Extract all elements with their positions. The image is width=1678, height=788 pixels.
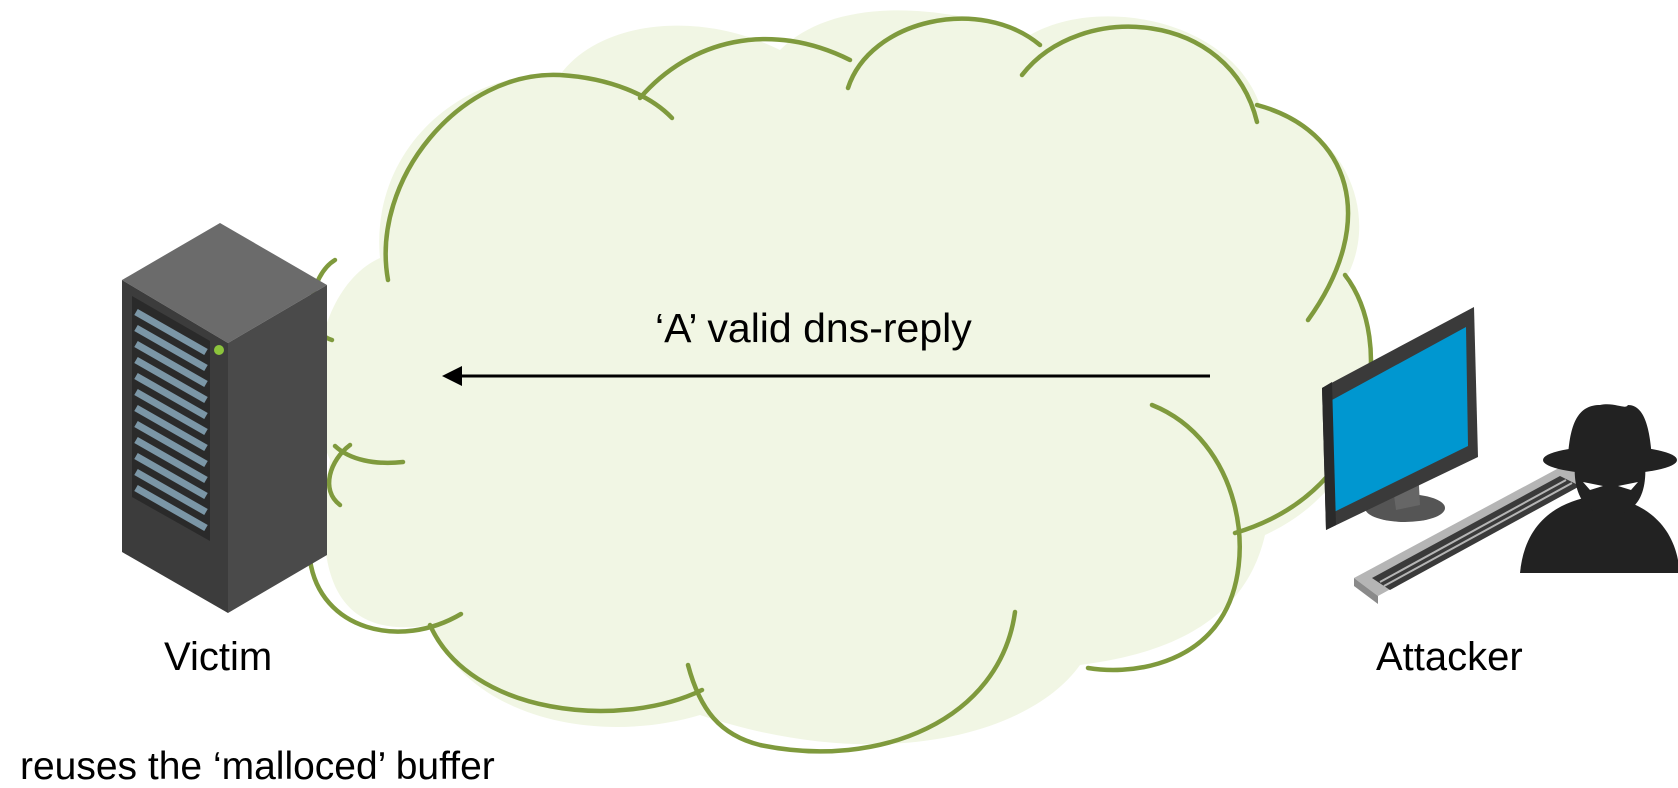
hacker-icon xyxy=(1520,404,1678,573)
message-arrow xyxy=(442,366,1210,386)
attacker-label: Attacker xyxy=(1376,635,1523,679)
computer-icon xyxy=(1322,307,1596,604)
message-label: ‘A’ valid dns-reply xyxy=(655,305,972,351)
victim-label: Victim xyxy=(164,635,273,679)
caption: reuses the ‘malloced’ buffer xyxy=(20,745,495,788)
cloud-network-icon xyxy=(307,10,1374,754)
server-icon xyxy=(122,223,327,613)
